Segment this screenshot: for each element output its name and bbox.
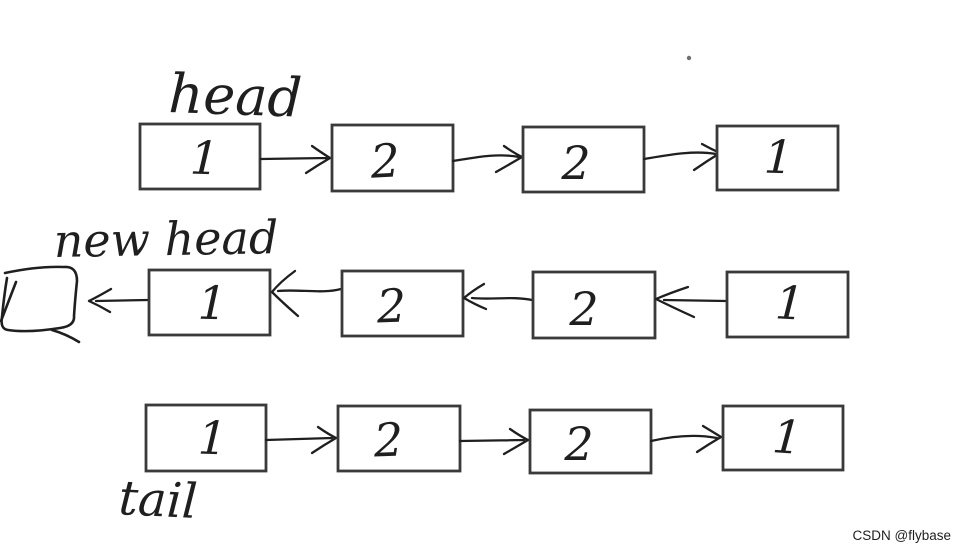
next-pointer-arrow — [458, 427, 530, 456]
next-pointer-arrow — [642, 142, 722, 172]
list-node: 1 — [138, 122, 262, 191]
node-value: 2 — [372, 413, 404, 468]
node-box — [144, 403, 268, 473]
node-box — [531, 270, 657, 340]
node-box — [330, 123, 455, 193]
node-value: 2 — [368, 133, 401, 189]
node-box — [147, 268, 272, 337]
next-pointer-arrow — [264, 425, 338, 455]
list-row-reversed: new head 1 2 2 — [0, 210, 850, 344]
list-node: 2 — [330, 123, 455, 193]
node-box — [336, 404, 462, 473]
list-node: 2 — [528, 408, 653, 475]
node-box — [715, 124, 840, 192]
node-box — [528, 408, 653, 475]
new-head-placeholder-box — [0, 265, 81, 344]
node-box — [138, 122, 262, 191]
list-node: 2 — [531, 270, 657, 340]
list-row-tail: 1 2 2 1 tail — [117, 403, 845, 530]
node-box — [725, 270, 850, 339]
list-node: 1 — [725, 270, 850, 339]
list-node: 2 — [340, 269, 465, 338]
scribble-diagonal — [0, 280, 18, 323]
scribble-outline — [0, 265, 79, 333]
node-value: 2 — [568, 282, 598, 336]
list-node: 1 — [147, 268, 272, 337]
list-node: 1 — [721, 404, 845, 472]
list-node: 1 — [144, 403, 268, 473]
node-box — [521, 125, 646, 194]
node-value: 2 — [560, 136, 590, 190]
next-pointer-arrow — [649, 424, 723, 454]
tail-label: tail — [117, 470, 198, 530]
next-pointer-arrow — [259, 144, 332, 175]
stray-ink-dot — [686, 55, 692, 61]
list-node: 2 — [336, 404, 462, 473]
prev-pointer-arrow — [654, 285, 728, 319]
ink-layer: head 1 2 2 1 new head — [0, 55, 850, 530]
prev-pointer-arrow — [87, 287, 150, 314]
prev-pointer-arrow — [462, 282, 534, 311]
new-head-label: new head — [53, 210, 278, 268]
node-value: 1 — [774, 275, 806, 330]
node-value: 2 — [375, 279, 407, 334]
scribble-tail — [50, 328, 81, 344]
watermark: CSDN @flybase — [853, 528, 951, 543]
head-label: head — [168, 62, 304, 130]
prev-pointer-arrow — [270, 269, 343, 318]
list-node: 2 — [521, 125, 646, 194]
list-node: 1 — [715, 124, 840, 192]
node-box — [721, 404, 845, 472]
node-box — [340, 269, 465, 338]
node-value: 1 — [197, 411, 228, 466]
next-pointer-arrow — [451, 144, 524, 174]
node-value: 1 — [771, 409, 804, 465]
node-value: 1 — [197, 276, 227, 331]
list-row-original: head 1 2 2 1 — [138, 62, 840, 194]
node-value: 1 — [189, 131, 220, 186]
node-value: 2 — [563, 417, 593, 471]
node-value: 1 — [763, 130, 794, 185]
